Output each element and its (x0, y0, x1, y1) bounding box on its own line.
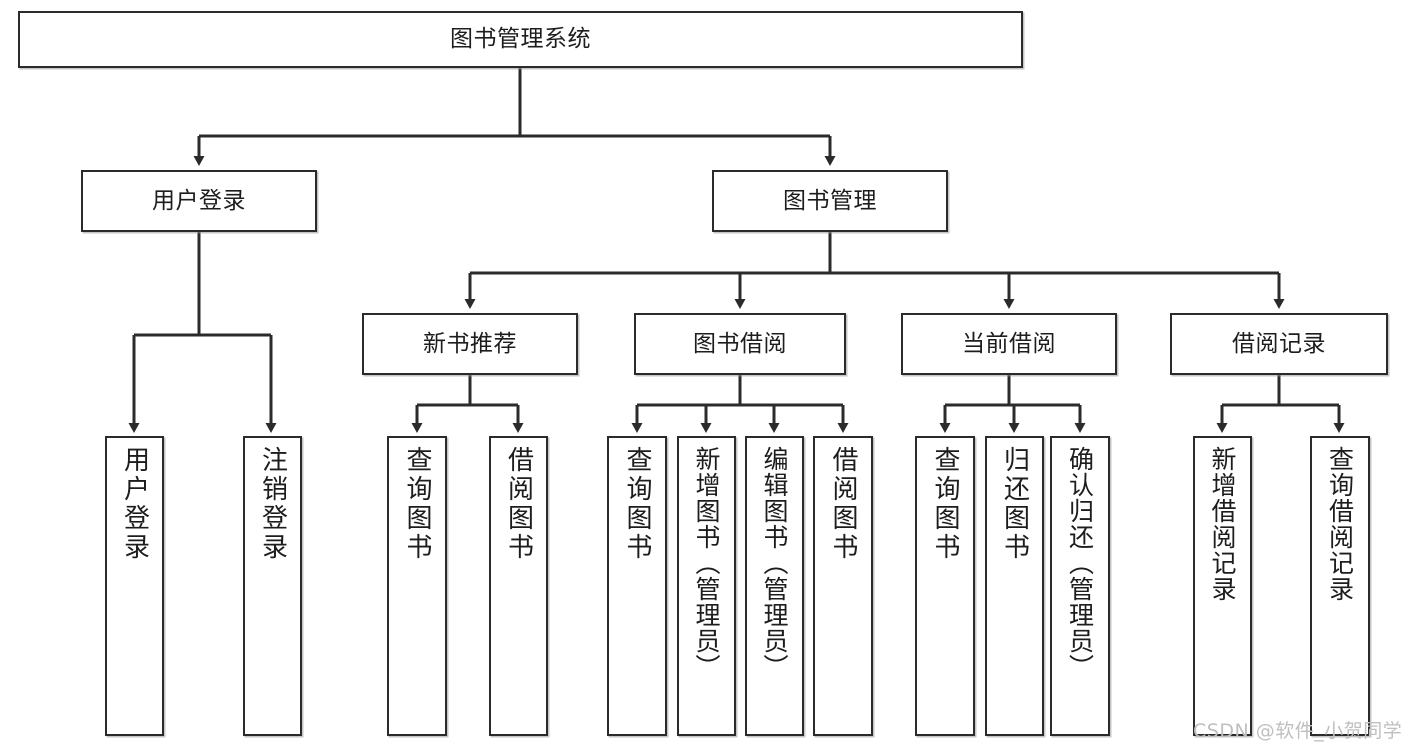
leaf-current-query-books[interactable]: 查询图书 (915, 436, 975, 736)
node-label: 新增借阅记录 (1208, 446, 1237, 602)
node-label: 新增图书（管理员） (692, 446, 721, 680)
node-label: 借阅图书 (503, 446, 534, 562)
node-label: 归还图书 (999, 446, 1030, 562)
leaf-borrow-query-books[interactable]: 查询图书 (607, 436, 667, 736)
leaf-borrow-edit-book-admin[interactable]: 编辑图书（管理员） (745, 436, 804, 736)
leaf-logout[interactable]: 注销登录 (243, 436, 302, 736)
node-user-login[interactable]: 用户登录 (81, 170, 317, 232)
leaf-record-add-borrow-record[interactable]: 新增借阅记录 (1193, 436, 1252, 736)
leaf-current-return-books[interactable]: 归还图书 (985, 436, 1044, 736)
leaf-borrow-add-book-admin[interactable]: 新增图书（管理员） (677, 436, 736, 736)
node-borrowing-record[interactable]: 借阅记录 (1170, 313, 1388, 375)
node-label: 图书管理系统 (450, 26, 591, 53)
leaf-current-confirm-return-admin[interactable]: 确认归还（管理员） (1050, 436, 1110, 736)
leaf-borrow-borrow-books[interactable]: 借阅图书 (813, 436, 873, 736)
node-label: 当前借阅 (962, 330, 1056, 357)
node-label: 图书管理 (783, 187, 877, 214)
node-label: 查询借阅记录 (1325, 446, 1355, 602)
node-label: 借阅记录 (1232, 330, 1326, 357)
node-label: 用户登录 (119, 446, 150, 562)
node-label: 用户登录 (152, 187, 246, 214)
node-label: 新书推荐 (423, 330, 517, 357)
node-label: 查询图书 (402, 446, 432, 562)
node-label: 图书借阅 (693, 330, 787, 357)
node-label: 借阅图书 (828, 446, 858, 562)
leaf-new-book-borrow-books[interactable]: 借阅图书 (489, 436, 548, 736)
leaf-user-login[interactable]: 用户登录 (105, 436, 164, 736)
node-label: 编辑图书（管理员） (760, 446, 789, 680)
csdn-watermark: CSDN @软件_小贺同学 (1193, 720, 1403, 742)
node-label: 查询图书 (930, 446, 960, 562)
leaf-new-book-query-books[interactable]: 查询图书 (387, 436, 447, 736)
node-current-borrowing[interactable]: 当前借阅 (901, 313, 1117, 375)
node-new-book-recommendation[interactable]: 新书推荐 (362, 313, 578, 375)
leaf-record-query-borrow-record[interactable]: 查询借阅记录 (1310, 436, 1370, 736)
node-root-book-management-system[interactable]: 图书管理系统 (18, 11, 1023, 68)
node-book-borrowing[interactable]: 图书借阅 (634, 313, 846, 375)
node-label: 查询图书 (622, 446, 652, 562)
node-label: 确认归还（管理员） (1065, 446, 1095, 680)
node-label: 注销登录 (257, 446, 288, 562)
node-book-management[interactable]: 图书管理 (712, 170, 948, 232)
